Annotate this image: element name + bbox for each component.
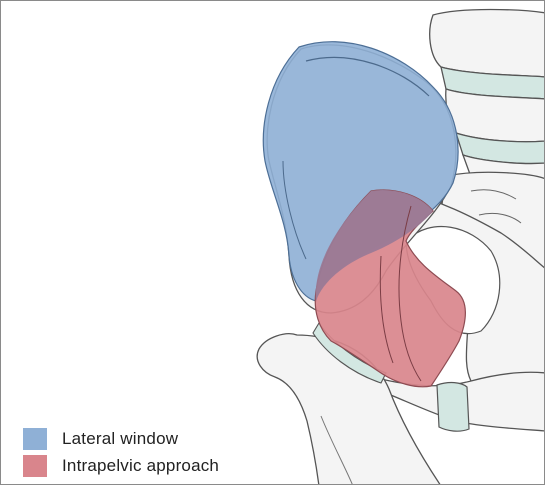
- legend-label: Lateral window: [62, 429, 178, 449]
- legend-item-intrapelvic-approach: Intrapelvic approach: [23, 452, 219, 479]
- legend-label: Intrapelvic approach: [62, 456, 219, 476]
- legend: Lateral window Intrapelvic approach: [23, 425, 219, 479]
- pubic-symphysis: [437, 383, 469, 432]
- legend-swatch-lateral-window: [23, 428, 47, 450]
- legend-swatch-intrapelvic-approach: [23, 455, 47, 477]
- legend-item-lateral-window: Lateral window: [23, 425, 219, 452]
